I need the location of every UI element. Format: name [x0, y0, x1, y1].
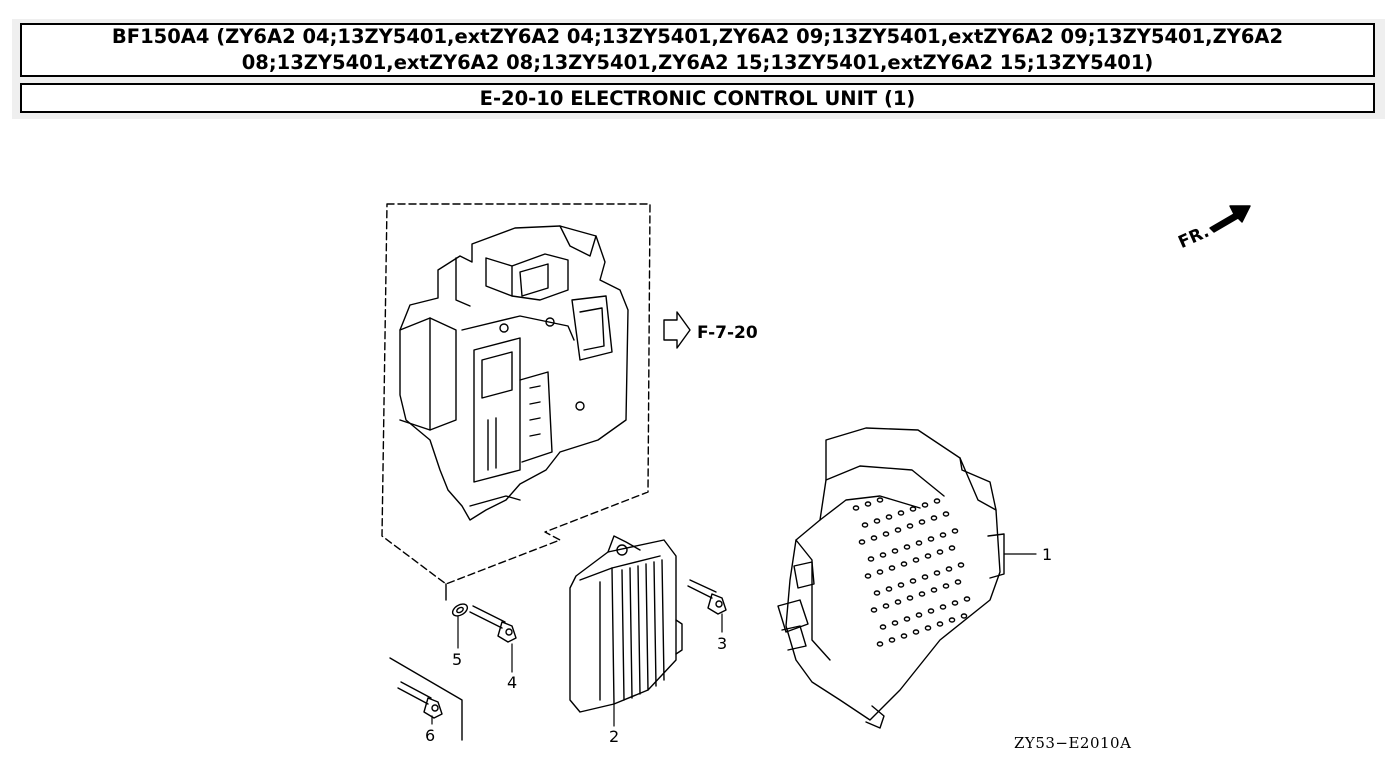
vent-hole — [888, 565, 896, 571]
vent-hole — [933, 498, 941, 504]
vent-hole — [939, 532, 947, 538]
vent-hole — [897, 510, 905, 516]
washer-part-5 — [451, 603, 469, 617]
vent-hole — [885, 586, 893, 592]
vent-hole — [897, 582, 905, 588]
vent-hole — [894, 527, 902, 533]
vent-hole — [873, 590, 881, 596]
vent-hole — [927, 536, 935, 542]
vent-hole — [864, 501, 872, 507]
vent-hole — [915, 540, 923, 546]
vent-hole — [957, 562, 965, 568]
vent-hole — [921, 574, 929, 580]
vent-hole — [963, 596, 971, 602]
part-label-3: 3 — [717, 634, 727, 653]
vent-hole — [870, 607, 878, 613]
vent-hole — [879, 624, 887, 630]
vent-hole — [936, 549, 944, 555]
vent-hole — [912, 629, 920, 635]
vent-hole — [906, 523, 914, 529]
vent-hole — [903, 544, 911, 550]
bolt-part-6 — [397, 681, 443, 719]
vent-hole — [951, 528, 959, 534]
vent-hole — [882, 531, 890, 537]
vent-hole — [918, 519, 926, 525]
vent-hole — [900, 561, 908, 567]
vent-hole — [909, 578, 917, 584]
vent-hole — [864, 573, 872, 579]
vent-hole — [912, 557, 920, 563]
vent-hole — [918, 591, 926, 597]
part-label-6: 6 — [425, 726, 435, 745]
header-panel: BF150A4 (ZY6A2 04;13ZY5401,extZY6A2 04;1… — [12, 19, 1385, 119]
bolt-part-4 — [469, 605, 517, 643]
section-title: E-20-10 ELECTRONIC CONTROL UNIT (1) — [20, 83, 1375, 113]
vent-hole — [852, 505, 860, 511]
front-label: FR. — [1175, 222, 1212, 253]
vent-hole — [945, 566, 953, 572]
vent-hole — [873, 518, 881, 524]
vent-hole — [879, 552, 887, 558]
vent-hole — [882, 603, 890, 609]
vent-hole — [960, 613, 968, 619]
vent-hole — [876, 497, 884, 503]
reference-arrow-icon — [663, 311, 691, 349]
vent-hole — [903, 616, 911, 622]
panel-edge-line — [389, 657, 463, 741]
assembly-boundary — [381, 203, 651, 585]
vent-hole — [951, 600, 959, 606]
vent-hole — [930, 587, 938, 593]
bolt-part-3 — [687, 579, 727, 615]
vent-hole — [891, 548, 899, 554]
vent-hole — [930, 515, 938, 521]
vent-hole — [870, 535, 878, 541]
vent-hole — [909, 506, 917, 512]
vent-hole — [948, 617, 956, 623]
vent-hole — [936, 621, 944, 627]
reference-label: F-7-20 — [697, 323, 758, 343]
part-label-1: 1 — [1042, 545, 1052, 564]
part-label-4: 4 — [507, 673, 517, 692]
ecu-cover-part — [777, 427, 1005, 729]
vent-hole — [891, 620, 899, 626]
leader-lines — [431, 553, 1037, 727]
vent-hole — [915, 612, 923, 618]
vent-hole — [942, 583, 950, 589]
cover-vent-holes — [852, 497, 971, 647]
vent-hole — [933, 570, 941, 576]
bracket-assembly — [399, 225, 629, 521]
front-arrow-icon — [1209, 205, 1251, 233]
vent-hole — [894, 599, 902, 605]
vent-hole — [948, 545, 956, 551]
vent-hole — [924, 553, 932, 559]
vent-hole — [876, 641, 884, 647]
vent-hole — [888, 637, 896, 643]
vent-hole — [867, 556, 875, 562]
vent-hole — [927, 608, 935, 614]
vent-hole — [939, 604, 947, 610]
vent-hole — [876, 569, 884, 575]
vent-hole — [924, 625, 932, 631]
vent-hole — [954, 579, 962, 585]
vent-hole — [900, 633, 908, 639]
ecu-unit-part — [569, 535, 683, 713]
vent-hole — [885, 514, 893, 520]
model-title: BF150A4 (ZY6A2 04;13ZY5401,extZY6A2 04;1… — [20, 23, 1375, 77]
front-direction-marker: FR. — [1175, 205, 1251, 253]
vent-hole — [906, 595, 914, 601]
vent-hole — [921, 502, 929, 508]
vent-hole — [942, 511, 950, 517]
vent-hole — [861, 522, 869, 528]
part-label-5: 5 — [452, 650, 462, 669]
part-label-2: 2 — [609, 727, 619, 746]
vent-hole — [858, 539, 866, 545]
figure-code: ZY53−E2010A — [1014, 734, 1131, 752]
